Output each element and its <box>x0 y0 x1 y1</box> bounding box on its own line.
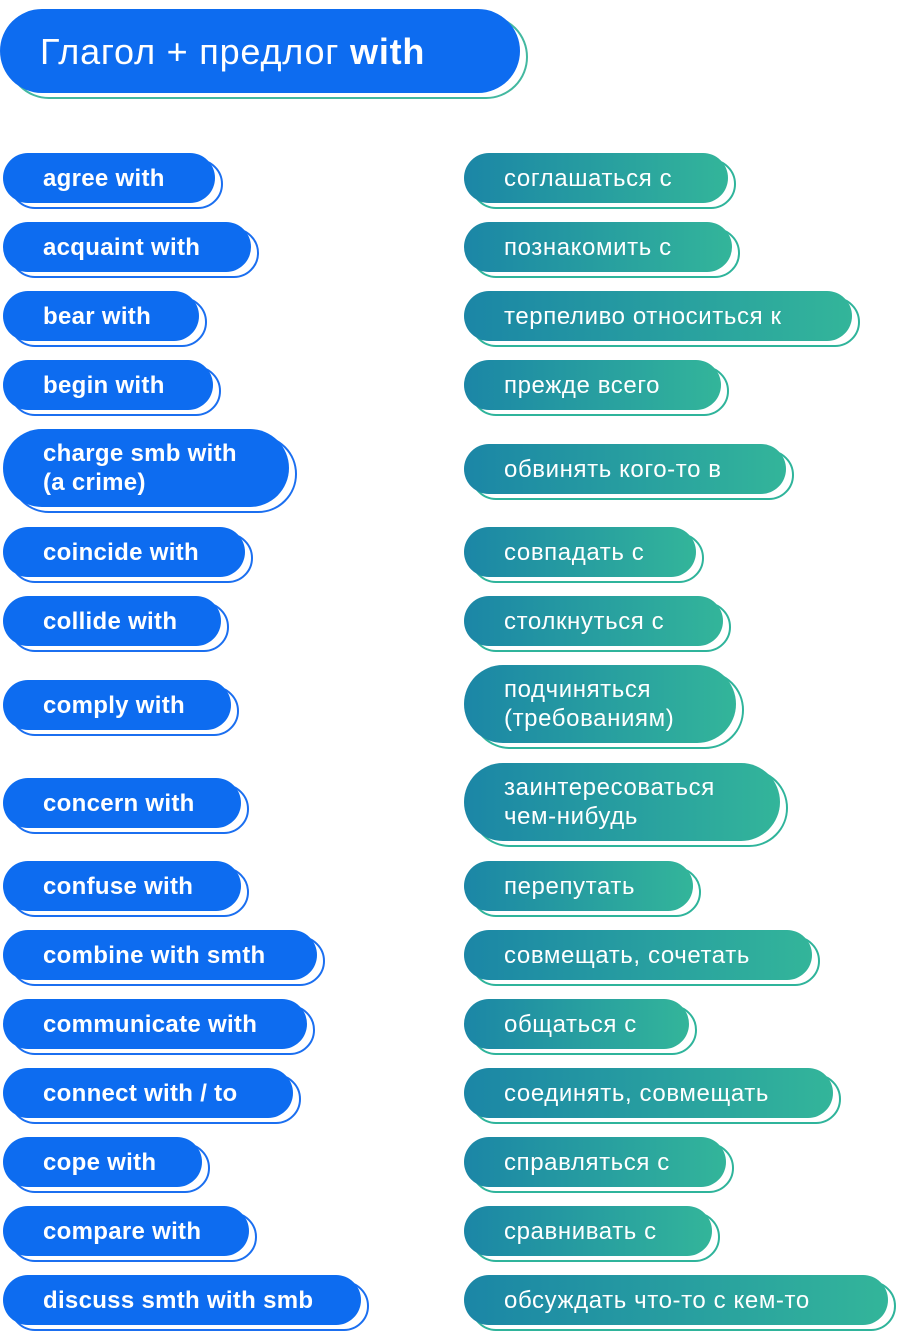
phrase-en-text: connect with / to <box>43 1079 238 1107</box>
phrase-en-pill: discuss smth with smb <box>3 1275 369 1331</box>
phrase-en-pill: charge smb with (a crime) <box>3 429 297 513</box>
phrase-ru-pill: прежде всего <box>464 360 729 416</box>
phrase-ru-pill: обвинять кого-то в <box>464 444 794 500</box>
phrase-ru-pill: познакомить с <box>464 222 740 278</box>
phrase-ru-text: общаться с <box>504 1010 637 1038</box>
phrase-en-pill: acquaint with <box>3 222 259 278</box>
phrase-en-pill: confuse with <box>3 861 249 917</box>
phrase-en-text: discuss smth with smb <box>43 1286 314 1314</box>
phrase-ru-pill: заинтересоваться чем-нибудь <box>464 763 788 847</box>
phrase-ru-text: справляться с <box>504 1148 670 1176</box>
phrase-ru-pill: совпадать с <box>464 527 704 583</box>
phrase-ru-pill: столкнуться с <box>464 596 731 652</box>
phrase-en-text: acquaint with <box>43 233 201 261</box>
phrase-ru-text: подчиняться (требованиям) <box>504 676 675 732</box>
title-text: Глагол + предлог <box>40 30 351 72</box>
phrase-en-pill: concern with <box>3 778 249 834</box>
phrase-ru-text: терпеливо относиться к <box>504 302 782 330</box>
phrase-en-pill: combine with smth <box>3 930 325 986</box>
phrase-ru-pill: сравнивать с <box>464 1206 720 1262</box>
phrase-ru-text: соединять, совмещать <box>504 1079 769 1107</box>
phrase-ru-text: обсуждать что-то с кем-то <box>504 1286 810 1314</box>
phrase-en-text: combine with smth <box>43 941 266 969</box>
phrase-en-text: charge smb with (a crime) <box>43 440 237 496</box>
phrase-en-text: concern with <box>43 789 195 817</box>
phrase-en-text: cope with <box>43 1148 157 1176</box>
page-title: Глагол + предлог with <box>0 9 528 99</box>
phrase-ru-text: соглашаться с <box>504 164 673 192</box>
phrase-ru-pill: справляться с <box>464 1137 734 1193</box>
phrase-ru-text: сравнивать с <box>504 1217 657 1245</box>
phrase-en-pill: agree with <box>3 153 223 209</box>
phrase-ru-text: совпадать с <box>504 538 645 566</box>
phrase-ru-pill: общаться с <box>464 999 697 1055</box>
phrase-en-text: confuse with <box>43 872 194 900</box>
phrase-en-pill: begin with <box>3 360 221 416</box>
phrase-en-pill: connect with / to <box>3 1068 301 1124</box>
phrase-ru-text: заинтересоваться чем-нибудь <box>504 774 715 830</box>
phrase-en-text: agree with <box>43 164 165 192</box>
phrase-ru-text: совмещать, сочетать <box>504 941 750 969</box>
phrase-ru-pill: терпеливо относиться к <box>464 291 860 347</box>
phrase-en-text: comply with <box>43 691 185 719</box>
phrase-en-pill: compare with <box>3 1206 257 1262</box>
phrase-en-text: coincide with <box>43 538 199 566</box>
phrase-en-text: collide with <box>43 607 178 635</box>
phrase-en-text: communicate with <box>43 1010 258 1038</box>
phrase-en-pill: bear with <box>3 291 207 347</box>
phrase-ru-pill: подчиняться (требованиям) <box>464 665 744 749</box>
phrase-ru-text: прежде всего <box>504 371 661 399</box>
phrase-en-text: compare with <box>43 1217 202 1245</box>
phrase-en-text: begin with <box>43 371 165 399</box>
phrase-ru-pill: обсуждать что-то с кем-то <box>464 1275 896 1331</box>
phrase-en-text: bear with <box>43 302 152 330</box>
phrase-ru-pill: совмещать, сочетать <box>464 930 820 986</box>
phrase-en-pill: cope with <box>3 1137 210 1193</box>
phrase-ru-text: перепутать <box>504 872 636 900</box>
phrase-ru-pill: соглашаться с <box>464 153 736 209</box>
phrase-ru-pill: соединять, совмещать <box>464 1068 841 1124</box>
phrase-en-pill: collide with <box>3 596 229 652</box>
phrase-ru-pill: перепутать <box>464 861 701 917</box>
phrase-ru-text: обвинять кого-то в <box>504 455 722 483</box>
phrase-en-pill: communicate with <box>3 999 315 1055</box>
phrase-en-pill: comply with <box>3 680 239 736</box>
phrase-ru-text: столкнуться с <box>504 607 665 635</box>
title-bold-word: with <box>350 30 426 72</box>
phrase-ru-text: познакомить с <box>504 233 672 261</box>
phrase-en-pill: coincide with <box>3 527 253 583</box>
